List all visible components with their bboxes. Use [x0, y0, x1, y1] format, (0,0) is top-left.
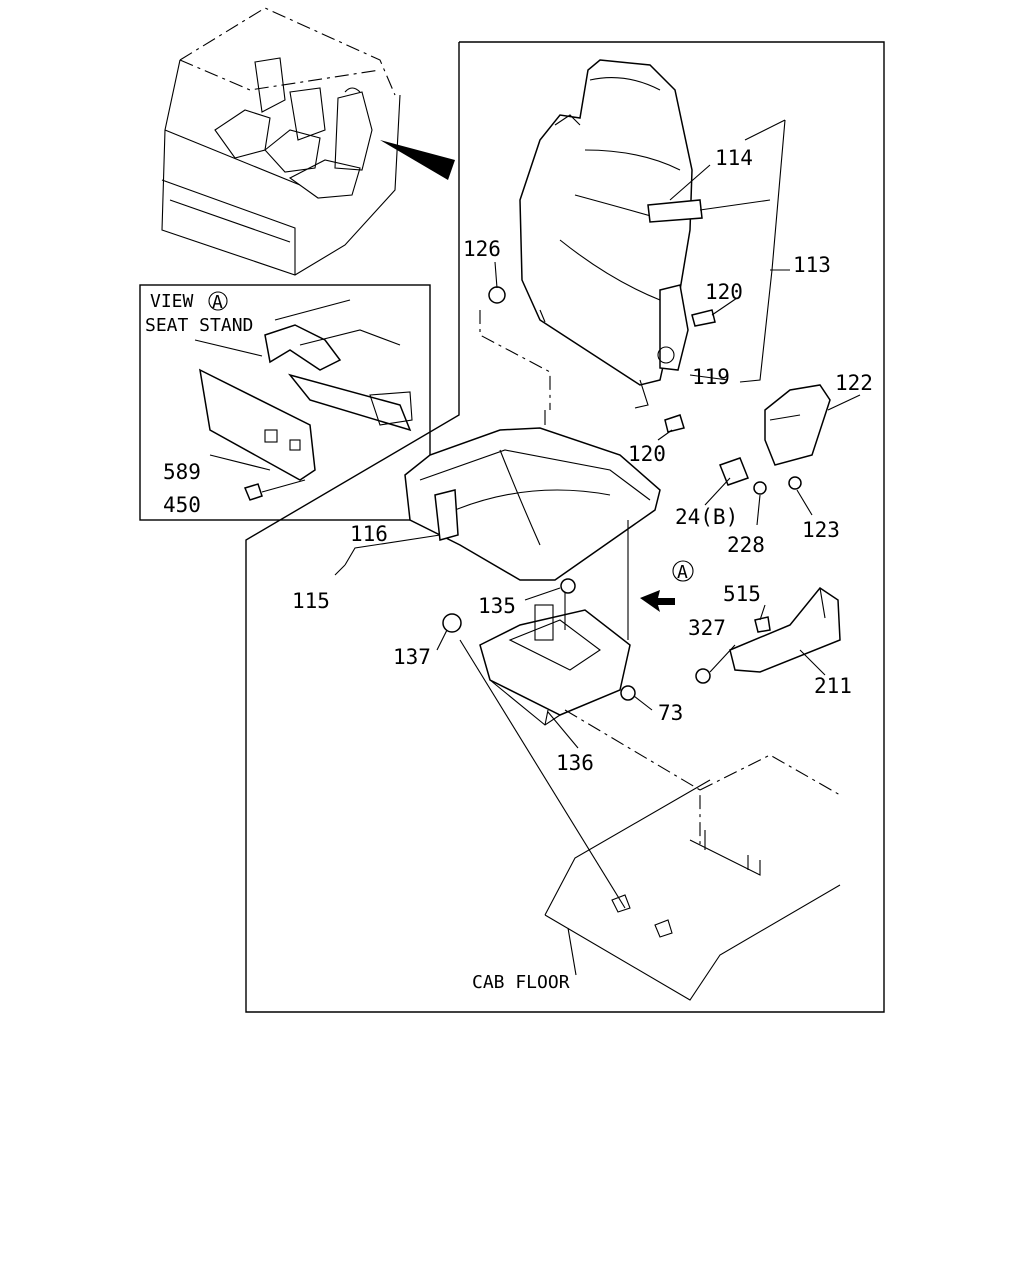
side-trim	[729, 586, 841, 673]
view-frame	[139, 284, 431, 521]
label-24b: 24(B)	[675, 505, 738, 529]
label-515: 515	[723, 582, 761, 606]
view-a-marker-letter: A	[677, 562, 688, 583]
label-73: 73	[658, 701, 683, 725]
seat-cushion	[404, 410, 661, 581]
label-327: 327	[688, 616, 726, 640]
view-prefix: VIEW	[150, 291, 194, 312]
label-115: 115	[292, 589, 330, 613]
label-135: 135	[478, 594, 516, 618]
leader-lines	[334, 119, 861, 976]
hardware	[442, 286, 802, 701]
label-119: 119	[692, 365, 730, 389]
cover-122	[764, 384, 831, 466]
view-a-inset: VIEW A SEAT STAND	[145, 291, 413, 501]
label-120-lower: 120	[628, 442, 666, 466]
label-122: 122	[835, 371, 873, 395]
label-228: 228	[727, 533, 765, 557]
label-120-upper: 120	[705, 280, 743, 304]
view-circle	[208, 291, 228, 311]
label-126: 126	[463, 237, 501, 261]
main-frame	[245, 41, 885, 1013]
view-a-marker: A	[672, 560, 694, 583]
label-450: 450	[163, 493, 201, 517]
label-589: 589	[163, 460, 201, 484]
label-123: 123	[802, 518, 840, 542]
cab-floor	[459, 639, 841, 1001]
cab-floor-label: CAB FLOOR	[472, 972, 570, 993]
label-114: 114	[715, 146, 753, 170]
label-113: 113	[793, 253, 831, 277]
seat-stand	[479, 520, 841, 845]
view-circle-letter: A	[212, 292, 223, 313]
label-137: 137	[393, 645, 431, 669]
view-subtitle: SEAT STAND	[145, 315, 253, 336]
label-136: 136	[556, 751, 594, 775]
cab-overview	[161, 7, 455, 276]
label-211: 211	[814, 674, 852, 698]
label-116: 116	[350, 522, 388, 546]
seat-back	[479, 59, 703, 410]
